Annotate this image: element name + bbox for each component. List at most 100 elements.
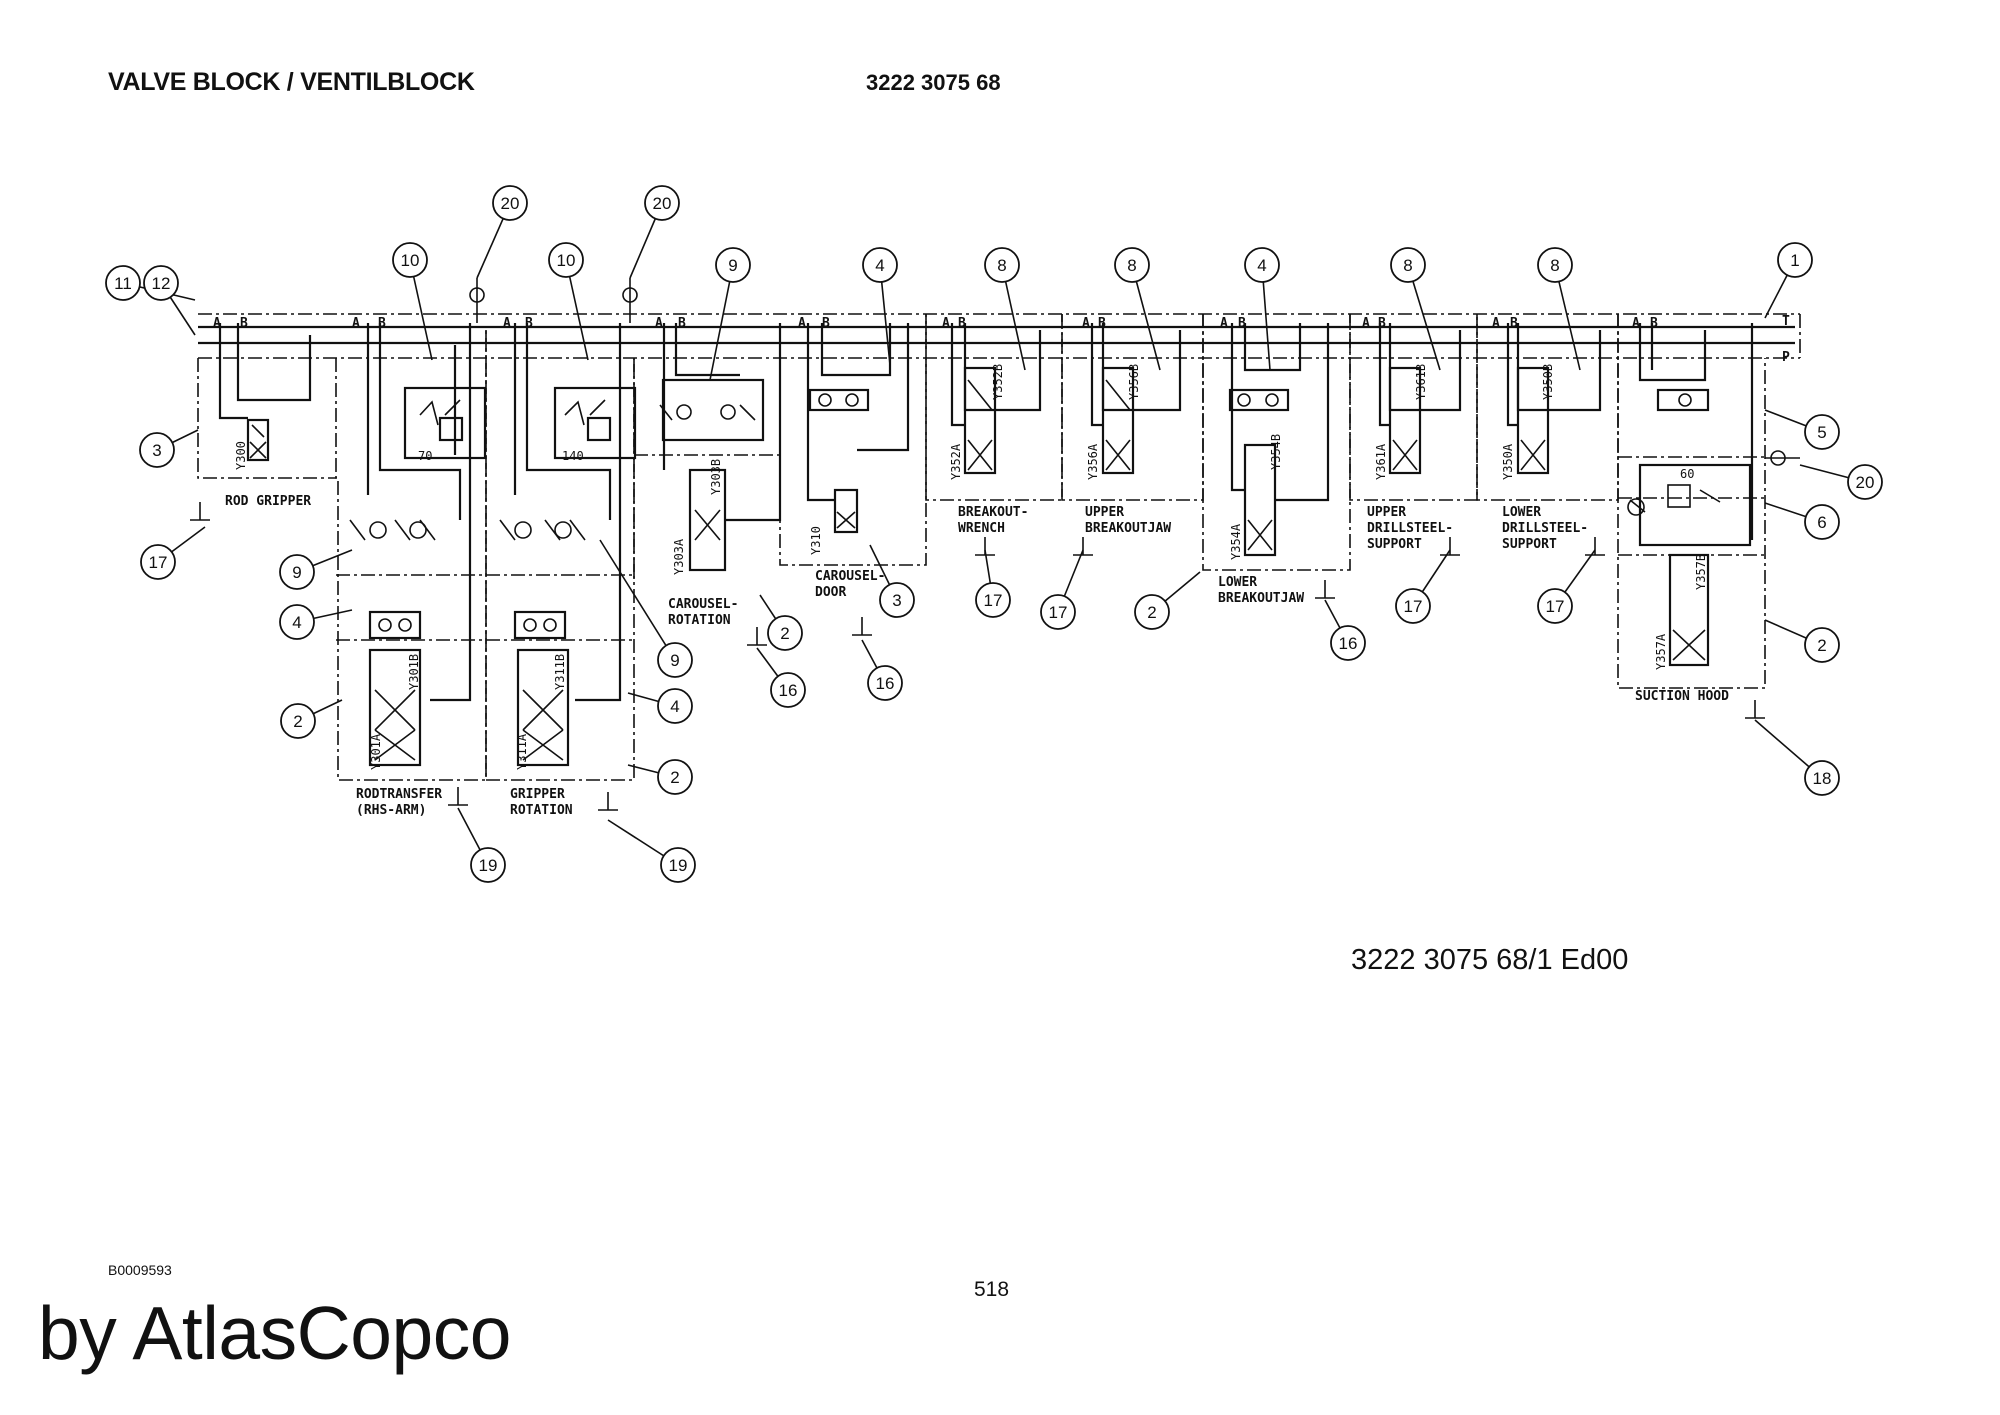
callout-number: 2: [1147, 603, 1156, 622]
coil-label: Y357A: [1654, 633, 1668, 670]
callout-number: 2: [670, 768, 679, 787]
rod-transfer-valve: [349, 323, 487, 767]
callout-number: 16: [779, 681, 798, 700]
callout-circle: [1804, 760, 1840, 796]
callout-leader: [599, 539, 676, 661]
test-point-connectors: [469, 278, 1800, 466]
port-b-letter: B: [1510, 316, 1518, 331]
coil-label: Y354A: [1229, 523, 1243, 560]
callout-number: 20: [501, 194, 520, 213]
section-label: BREAKOUT-: [958, 505, 1028, 520]
tank-symbol: [598, 792, 618, 811]
coil-label: Y361A: [1374, 443, 1388, 480]
callout-number: 2: [1817, 636, 1826, 655]
coil-label: Y350B: [1541, 364, 1555, 400]
coil-label: Y300: [234, 441, 248, 470]
coil-label: Y350A: [1501, 443, 1515, 480]
callout-circle: [767, 615, 803, 651]
port-a-letter: A: [1492, 316, 1500, 331]
callout-circle: [984, 247, 1020, 283]
port-b-letter: B: [822, 316, 830, 331]
callout-circle: [1537, 588, 1573, 624]
coil-label: Y354B: [1269, 434, 1283, 470]
callout-number: 12: [152, 274, 171, 293]
callout-circle: [644, 185, 680, 221]
callout-circle: [715, 247, 751, 283]
callout-leader: [1554, 264, 1581, 371]
callout-number: 10: [401, 251, 420, 270]
port-b-letter: B: [1650, 316, 1658, 331]
callout-circle: [470, 847, 506, 883]
port-a-letter: A: [798, 316, 806, 331]
section-label: SUPPORT: [1367, 537, 1422, 552]
port-a-letter: A: [655, 316, 663, 331]
callout-number: 9: [670, 651, 679, 670]
coil-label: Y310: [809, 526, 823, 555]
callout-number: 20: [653, 194, 672, 213]
port-b-letter: B: [525, 316, 533, 331]
callout-number: 8: [1550, 256, 1559, 275]
port-a-letter: A: [1632, 316, 1640, 331]
callout-circle: [660, 847, 696, 883]
section-label: SUPPORT: [1502, 537, 1557, 552]
tank-symbol: [1585, 537, 1605, 556]
port-b-letter: B: [1238, 316, 1246, 331]
port-a-letter: A: [1362, 316, 1370, 331]
callout-number: 9: [292, 563, 301, 582]
port-a-letter: A: [1220, 316, 1228, 331]
section-label: ROD GRIPPER: [225, 494, 311, 509]
callout-circle: [1804, 504, 1840, 540]
coil-labels: Y300Y301AY301B70Y311AY311B140Y303AY303BY…: [234, 364, 1708, 770]
callout-leader: [1407, 264, 1441, 371]
tank-symbol: [448, 787, 468, 806]
port-a-letter: A: [352, 316, 360, 331]
callout-circle: [139, 432, 175, 468]
callout-number: 17: [149, 553, 168, 572]
coil-label: Y356A: [1086, 443, 1100, 480]
coil-label: Y311A: [515, 733, 529, 770]
callout-circle: [1537, 247, 1573, 283]
tank-symbol: [190, 502, 210, 521]
callout-number: 2: [293, 712, 302, 731]
section-label: BREAKOUTJAW: [1085, 521, 1171, 536]
callout-number: 8: [1403, 256, 1412, 275]
callout-circle: [1847, 464, 1883, 500]
callout-circle: [770, 672, 806, 708]
tank-symbol: [747, 627, 767, 646]
section-label: BREAKOUTJAW: [1218, 591, 1304, 606]
port-b-letter: B: [958, 316, 966, 331]
section-boundaries: [197, 314, 1766, 781]
coil-label: Y303A: [672, 538, 686, 575]
gripper-rotation-valve: [499, 323, 637, 767]
tank-symbol: [1315, 580, 1335, 599]
port-t-label: T: [1782, 314, 1790, 329]
section-label: UPPER: [1367, 505, 1406, 520]
section-label: DRILLSTEEL-: [1502, 521, 1588, 536]
callout-leader: [1131, 264, 1161, 371]
callout-circle: [879, 582, 915, 618]
tank-symbol: [1073, 537, 1093, 556]
port-a-letter: A: [942, 316, 950, 331]
tank-symbol: [1745, 700, 1765, 719]
callout-circle: [492, 185, 528, 221]
section-label: CAROUSEL-: [815, 569, 885, 584]
rod-gripper-valve: [218, 323, 312, 462]
section-label: (RHS-ARM): [356, 803, 426, 818]
callout-number: 3: [152, 441, 161, 460]
callout-circle: [1134, 594, 1170, 630]
section-label: LOWER: [1218, 575, 1257, 590]
coil-label: Y301A: [369, 733, 383, 770]
section-label: SUCTION HOOD: [1635, 689, 1729, 704]
callout-number: 5: [1817, 423, 1826, 442]
section-labels: ROD GRIPPERRODTRANSFER(RHS-ARM)GRIPPERRO…: [225, 494, 1729, 818]
section-label: LOWER: [1502, 505, 1541, 520]
callout-circle: [143, 265, 179, 301]
callout-number: 9: [728, 256, 737, 275]
port-a-letter: A: [213, 316, 221, 331]
callout-number: 19: [669, 856, 688, 875]
section-label: UPPER: [1085, 505, 1124, 520]
port-a-letter: A: [1082, 316, 1090, 331]
part-number: 3222 3075 68: [866, 70, 1001, 95]
